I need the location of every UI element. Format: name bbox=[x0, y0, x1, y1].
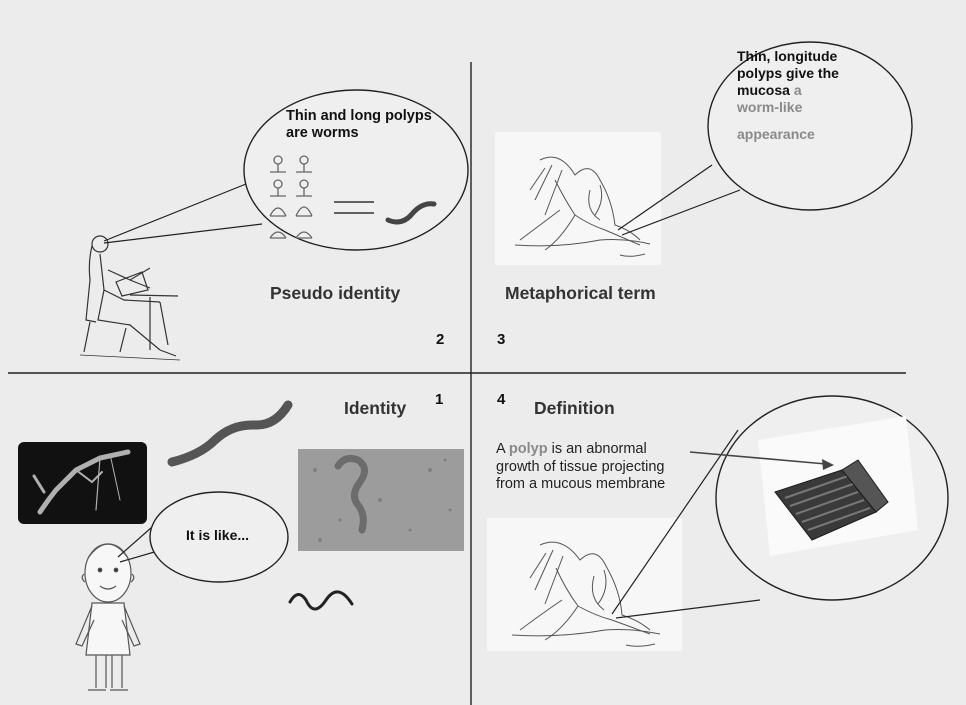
q3-number: 3 bbox=[497, 331, 505, 348]
q4-endoscopist-sketch-frame bbox=[487, 518, 682, 651]
q3-speech-highlight-1: worm-like bbox=[737, 99, 877, 116]
q1-speech-text: It is like... bbox=[186, 527, 249, 544]
q1-title: Identity bbox=[344, 398, 406, 419]
q3-speech-text: Thin, longitude polyps give the mucosa a… bbox=[737, 48, 877, 143]
q2-bubble-pointer bbox=[104, 184, 262, 243]
q3-speech-highlight-a: a bbox=[794, 82, 802, 98]
definition-line-1: A polyp is an abnormal bbox=[496, 441, 716, 459]
q2-title: Pseudo identity bbox=[270, 283, 400, 304]
q3-speech-line-2: polyps give the bbox=[737, 65, 877, 82]
definition-line-2: growth of tissue projecting bbox=[496, 459, 716, 477]
q3-speech-line-3-text: mucosa bbox=[737, 82, 790, 98]
boy-cartoon bbox=[76, 544, 140, 690]
q4-title: Definition bbox=[534, 398, 615, 419]
q2-speech-text: Thin and long polyps are worms bbox=[286, 108, 456, 142]
definition-line-1-rest: is an abnormal bbox=[552, 441, 647, 457]
definition-prefix: A bbox=[496, 441, 505, 457]
reading-person-sketch bbox=[80, 236, 180, 360]
q3-speech-line-3: mucosa a bbox=[737, 82, 877, 99]
q4-number: 4 bbox=[497, 391, 505, 408]
definition-text: A polyp is an abnormal growth of tissue … bbox=[496, 441, 716, 494]
q2-number: 2 bbox=[436, 331, 444, 348]
q1-number: 1 bbox=[435, 391, 443, 408]
squiggle-line-drawing bbox=[290, 592, 352, 609]
q3-speech-line-1: Thin, longitude bbox=[737, 48, 877, 65]
q3-title: Metaphorical term bbox=[505, 283, 656, 304]
large-worm-drawing bbox=[172, 405, 288, 462]
definition-term: polyp bbox=[509, 441, 548, 457]
q3-speech-highlight-2: appearance bbox=[737, 126, 877, 143]
definition-line-3: from a mucous membrane bbox=[496, 476, 716, 494]
